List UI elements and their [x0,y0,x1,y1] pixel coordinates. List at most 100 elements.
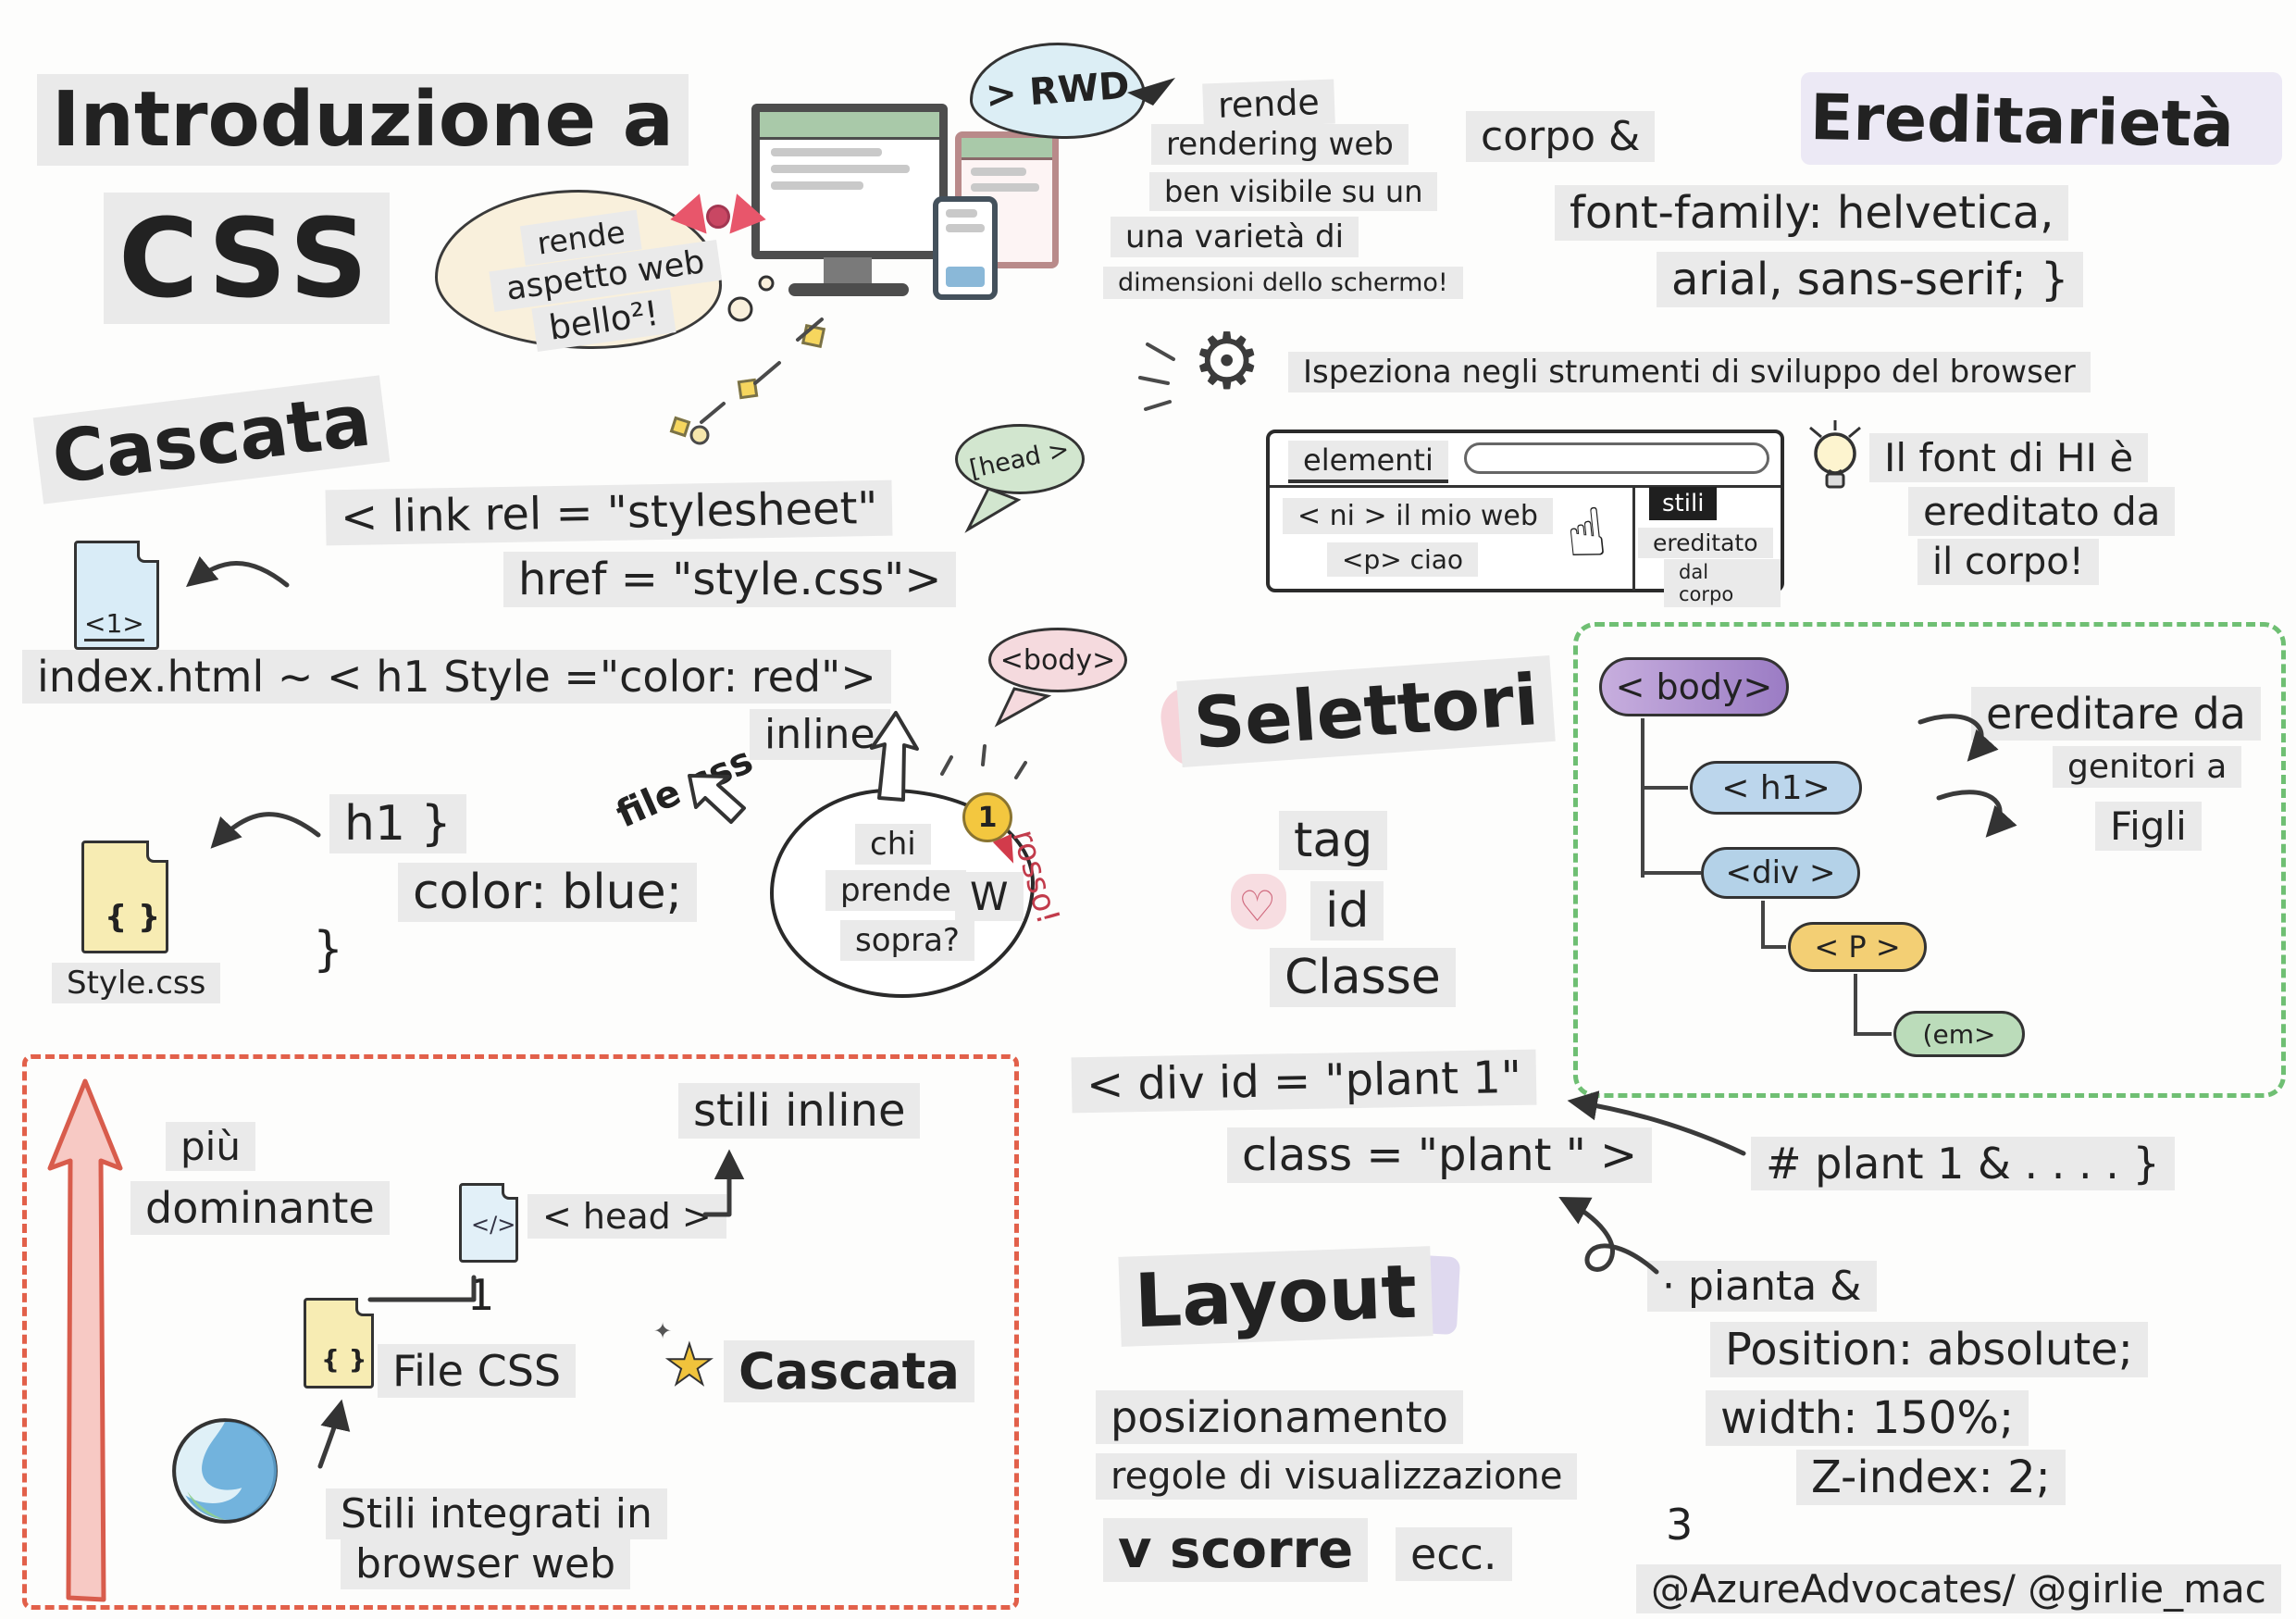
paper-fold [355,1298,374,1316]
devtools-divider-v [1632,487,1635,591]
monitor-header [760,112,939,140]
question-line: chi [855,824,931,865]
tree-caption-line: genitori a [2053,746,2242,788]
css-code-line1: h1 } [329,794,466,853]
tree-node-body: < body> [1599,657,1789,716]
yellow-square-decoration [800,323,826,349]
devtools-divider-h [1270,485,1781,488]
stili-inline-label: stili inline [678,1083,921,1139]
link-code-line1: < link rel = "stylesheet" [325,479,893,546]
plant-css-rule: # plant 1 & . . . . } [1751,1137,2175,1190]
hand-cursor-icon: ☝ [1561,492,1611,575]
appearance-cloud: rende aspetto web bello²! [435,190,722,352]
question-line: sopra? [840,920,974,961]
body-speech-bubble: <body> [988,628,1127,692]
dominante-label: dominante [130,1181,390,1235]
monitor-base [788,283,909,296]
tree-caption-line: Figli [2095,802,2202,851]
corpo-label: corpo & [1466,111,1656,162]
paper-fold [137,541,159,563]
rwd-note-line: ben visibile su un [1149,172,1438,211]
ecc-label: ecc. [1396,1527,1512,1581]
gear-icon: ⚙ [1192,316,1262,406]
rwd-note-line: dimensioni dello schermo! [1103,267,1463,299]
index-code-line: index.html ~ < h1 Style ="color: red"> [22,650,891,704]
question-line: prende [825,870,966,911]
tree-node-h1: < h1> [1690,761,1862,815]
monitor-stand [824,257,872,285]
classe-label: Classe [1270,948,1456,1007]
browser-icon [172,1418,278,1524]
medal-number: 1 [977,801,998,834]
css-code-line2: color: blue; [398,863,698,922]
devtools-code-line1: < ni > il mio web [1283,498,1553,534]
tree-node-label: < h1> [1721,768,1831,807]
paper-fold [146,841,168,863]
inline-label: inline [750,709,890,760]
font-family-code-line2: arial, sans-serif; } [1657,252,2084,307]
css-file-braces-2: { } [321,1344,367,1375]
tree-node-div: <div > [1701,847,1860,899]
tree-caption-line: ereditare da [1971,687,2261,741]
star-icon: ★ [664,1332,715,1399]
devtools-panel: elementi < ni > il mio web <p> ciao stil… [1266,430,1784,607]
devtools-inherited-line2: dal corpo [1664,559,1781,607]
ereditarieta-title: Ereditarietà [1809,81,2235,162]
monitor-illustration [751,104,948,259]
devtools-filter-bar [1464,442,1769,474]
html-doc-label: <1> [84,608,144,641]
plant-code-line1: < div id = "plant 1" [1071,1049,1537,1114]
layout-code-line4: 3 [1666,1500,1694,1550]
tree-node-label: < P > [1814,929,1901,965]
lightbulb-icon [1809,420,1861,489]
credit-label: @AzureAdvocates/ @girlie_mac [1636,1564,2281,1613]
css-code-line3: } [313,922,344,978]
phone-illustration [933,196,998,300]
layout-code-line1: Position: absolute; [1710,1322,2148,1377]
yellow-square-decoration [669,416,691,438]
w-label: W [955,872,1024,921]
id-label: id [1310,881,1384,940]
dominance-box [22,1054,1019,1610]
devtools-styles-tab: stili [1649,487,1718,520]
integrated-note-line1: Stili integrati in [326,1488,667,1539]
piu-label: più [166,1122,255,1171]
layout-code-line3: Z-index: 2; [1796,1450,2066,1505]
layout-title: Layout [1118,1246,1433,1347]
main-title-line2: CSS [104,193,391,324]
head-bubble-label: [head > [967,434,1073,484]
css-file-icon: { } [81,841,168,953]
heart-icon: ♡ [1238,881,1277,931]
file-css-label: file css [610,739,760,837]
file-css-label-2: File CSS [378,1344,577,1398]
tree-node-label: (em> [1922,1018,1996,1050]
rwd-note-line: rende [1202,79,1335,129]
css-file-braces: { } [105,899,161,936]
devtools-tab-elementi: elementi [1288,441,1448,483]
rwd-note-line: una varietà di [1111,217,1359,257]
head-doc-icon: </> [459,1183,518,1263]
devtools-code-line2: <p> ciao [1327,542,1479,577]
tree-node-em: (em> [1893,1011,2025,1057]
rwd-bubble-label: > RWD [984,64,1132,118]
body-bubble-label: <body> [999,643,1116,677]
main-title-line1: Introduzione a [37,74,689,166]
plant-code-line2: class = "plant " > [1227,1127,1653,1183]
layout-code-line2: width: 150%; [1706,1390,2029,1446]
inspect-note: Ispeziona negli strumenti di sviluppo de… [1288,352,2091,392]
tip-line: ereditato da [1908,487,2176,536]
rwd-note-line: rendering web [1151,124,1409,165]
link-code-line2: href = "style.css"> [503,552,957,607]
devtools-inherited-line1: ereditato [1638,528,1773,558]
rwd-cloud: > RWD [970,43,1146,139]
layout-note-line1: posizionamento [1096,1390,1463,1444]
head-speech-bubble: [head > [955,424,1085,494]
tree-node-label: <div > [1725,854,1836,891]
bow-icon [666,189,770,248]
html-doc-icon: <1> [74,541,159,650]
one-label: 1 [467,1270,495,1320]
tree-node-label: < body> [1615,666,1773,707]
pink-patch-heart [1231,874,1286,929]
head-doc-label: </> [471,1212,516,1238]
